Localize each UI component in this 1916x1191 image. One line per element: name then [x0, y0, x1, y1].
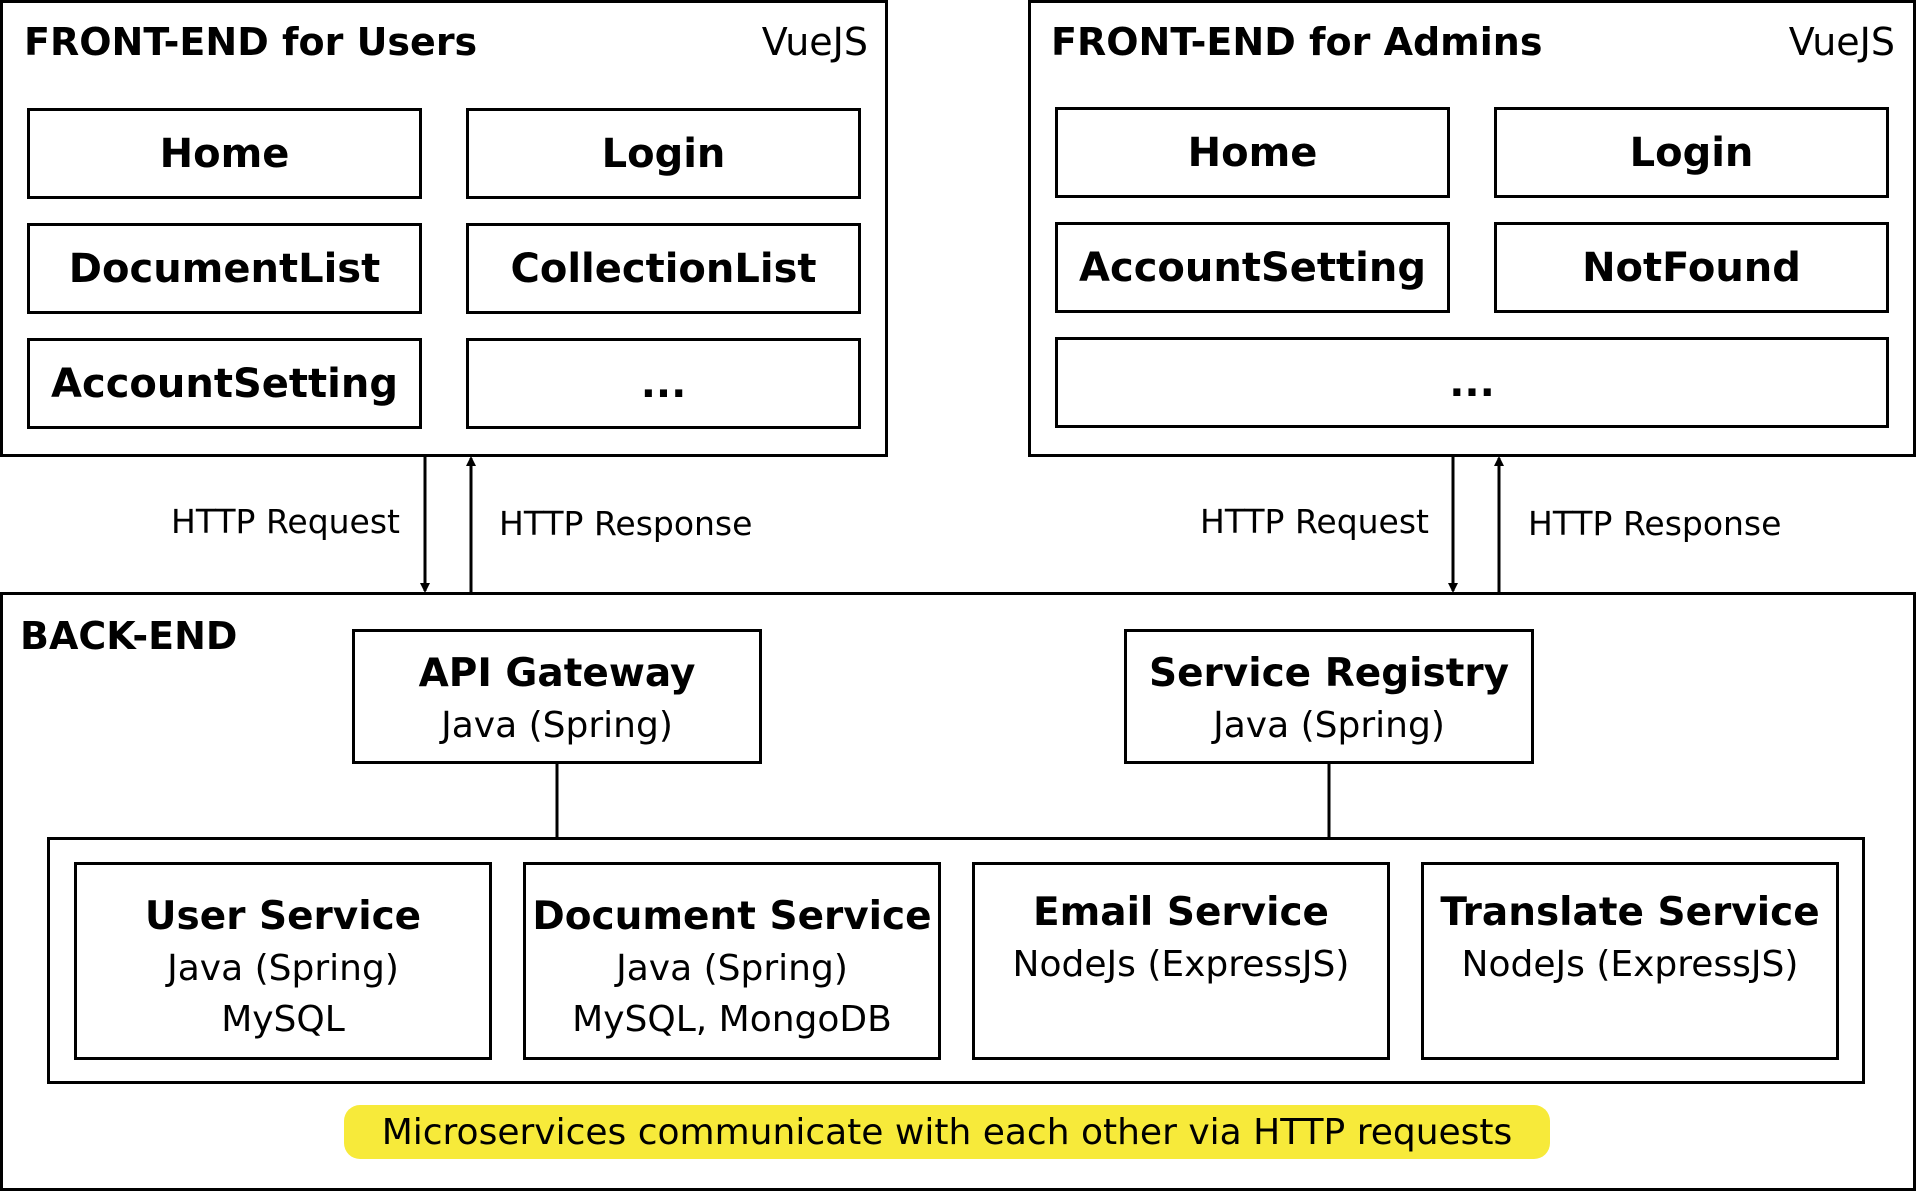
frontend-users-tech: VueJS [761, 20, 868, 64]
users-page-documentlist: DocumentList [27, 223, 422, 314]
users-http-request-label: HTTP Request [171, 502, 400, 541]
user-service-tech: Java (Spring) [167, 948, 399, 989]
document-service-box: Document Service Java (Spring) MySQL, Mo… [523, 862, 941, 1060]
admins-page-accountsetting: AccountSetting [1055, 222, 1450, 313]
document-service-tech: Java (Spring) [616, 948, 848, 989]
users-page-more: ... [466, 338, 861, 429]
api-gateway-box: API Gateway Java (Spring) [352, 629, 762, 764]
microservices-note: Microservices communicate with each othe… [344, 1105, 1550, 1159]
users-page-collectionlist: CollectionList [466, 223, 861, 314]
translate-service-box: Translate Service NodeJs (ExpressJS) [1421, 862, 1839, 1060]
api-gateway-tech: Java (Spring) [441, 705, 673, 746]
users-page-home: Home [27, 108, 422, 199]
email-service-name: Email Service [1032, 890, 1330, 935]
user-service-db: MySQL [221, 999, 345, 1040]
service-registry-tech: Java (Spring) [1213, 705, 1445, 746]
admins-http-request-label: HTTP Request [1200, 502, 1429, 541]
admins-page-more: ... [1055, 337, 1889, 428]
frontend-users-title: FRONT-END for Users [24, 20, 478, 64]
admins-page-login: Login [1494, 107, 1889, 198]
document-service-name: Document Service [532, 894, 932, 939]
admins-http-response-label: HTTP Response [1528, 504, 1782, 543]
frontend-admins-title: FRONT-END for Admins [1051, 20, 1543, 64]
users-http-response-label: HTTP Response [499, 504, 753, 543]
user-service-box: User Service Java (Spring) MySQL [74, 862, 492, 1060]
translate-service-tech: NodeJs (ExpressJS) [1461, 944, 1799, 985]
admins-page-home: Home [1055, 107, 1450, 198]
frontend-admins-tech: VueJS [1788, 20, 1895, 64]
service-registry-name: Service Registry [1149, 651, 1509, 696]
admins-page-notfound: NotFound [1494, 222, 1889, 313]
api-gateway-name: API Gateway [418, 651, 696, 696]
email-service-tech: NodeJs (ExpressJS) [1012, 944, 1350, 985]
user-service-name: User Service [144, 894, 422, 939]
email-service-box: Email Service NodeJs (ExpressJS) [972, 862, 1390, 1060]
users-page-login: Login [466, 108, 861, 199]
backend-title: BACK-END [20, 614, 238, 658]
users-page-accountsetting: AccountSetting [27, 338, 422, 429]
document-service-db: MySQL, MongoDB [572, 999, 892, 1040]
translate-service-name: Translate Service [1440, 890, 1820, 935]
service-registry-box: Service Registry Java (Spring) [1124, 629, 1534, 764]
